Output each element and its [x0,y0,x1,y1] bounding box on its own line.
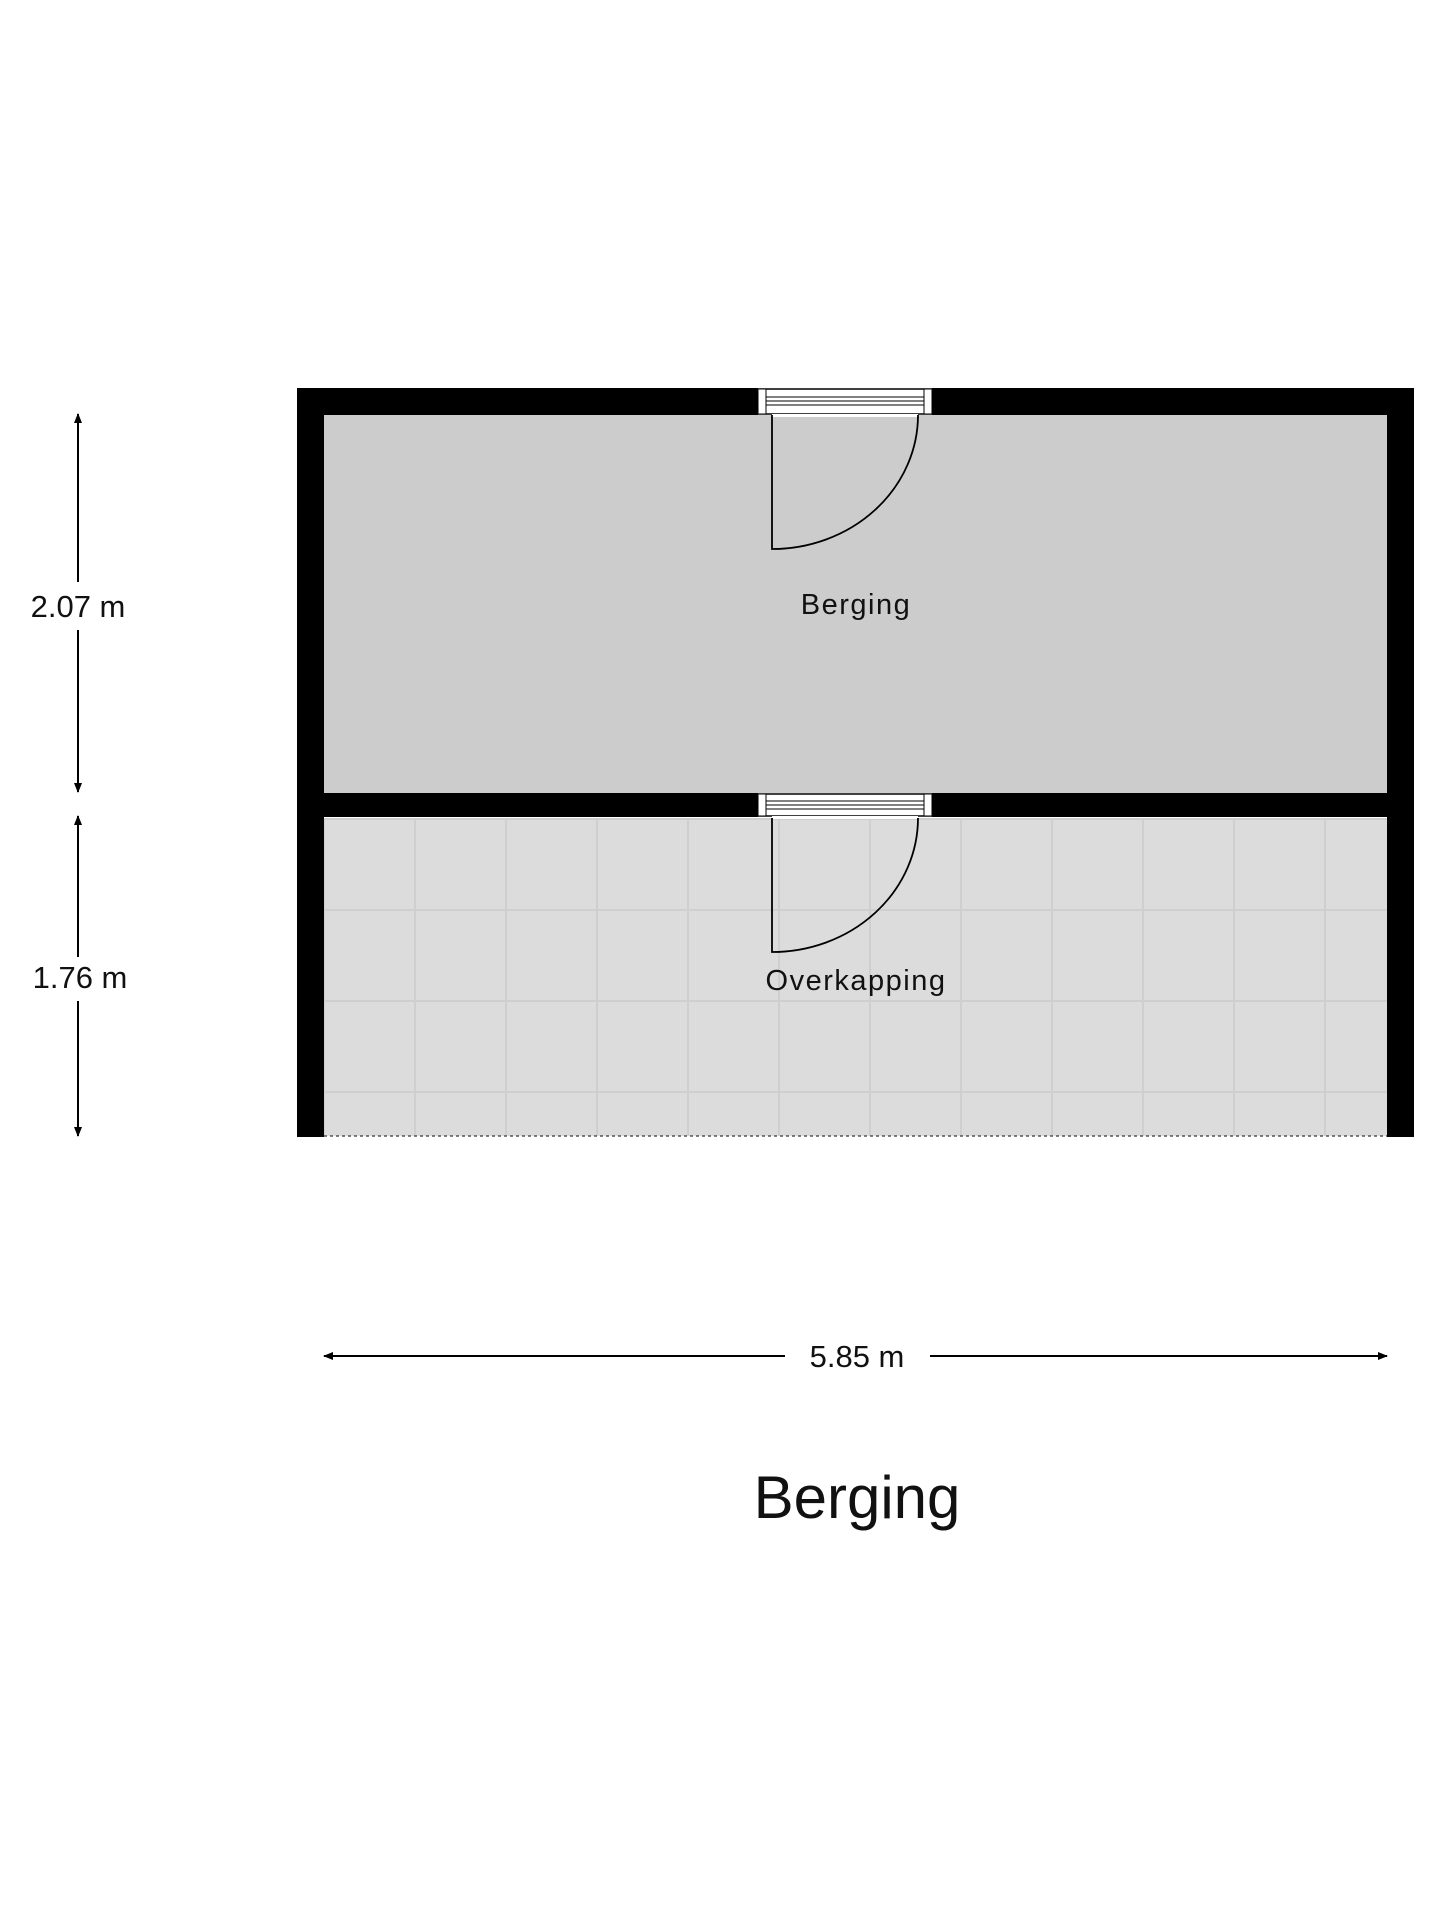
berging-floor [324,415,1387,793]
overkapping-floor [324,818,1387,1136]
dimension-label-depth-bottom: 1.76 m [33,960,128,995]
dimension-label-depth-top: 2.07 m [31,589,126,624]
dimension-depth-top: 2.07 m [31,413,126,793]
door-top [757,388,933,550]
plan-title: Berging [754,1464,961,1531]
wall-top-left [297,388,758,415]
dimension-width: 5.85 m [323,1339,1388,1374]
wall-middle-right [932,793,1387,817]
wall-right [1387,388,1414,1137]
dimension-depth-bottom: 1.76 m [33,815,128,1137]
door-middle [757,793,933,953]
room-label-overkapping: Overkapping [766,965,947,997]
room-label-berging: Berging [801,589,911,621]
dimension-label-width: 5.85 m [810,1339,905,1374]
wall-left [297,388,324,1137]
wall-top-right [932,388,1414,415]
wall-middle-left [324,793,758,817]
